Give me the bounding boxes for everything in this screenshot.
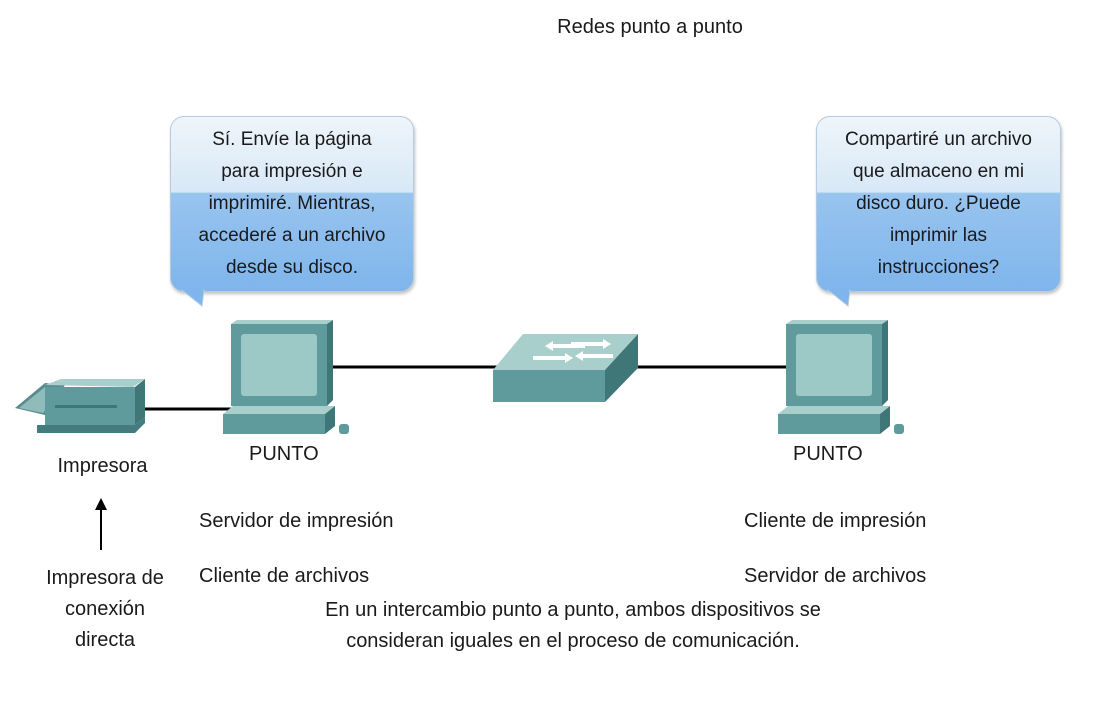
printer-label: Impresora <box>57 455 148 477</box>
right-peer-label: PUNTO <box>793 443 863 465</box>
speech-bubble-right-tail <box>826 289 851 307</box>
computer-icon-left <box>223 320 349 434</box>
right-peer-role-1: Cliente de impresión <box>744 510 927 532</box>
speech-bubble-right: Compartiré un archivo que almaceno en mi… <box>816 116 1061 292</box>
switch-arrows <box>533 339 613 363</box>
speech-bubble-left: Sí. Envíe la página para impresión e imp… <box>170 116 414 292</box>
left-peer-role-2: Cliente de archivos <box>199 565 370 587</box>
left-peer-role-1: Servidor de impresión <box>199 510 394 532</box>
right-peer-role-2: Servidor de archivos <box>744 565 927 587</box>
switch-icon <box>493 334 638 402</box>
speech-bubble-left-tail <box>180 289 205 307</box>
printer-icon <box>15 379 145 433</box>
right-peer-roles: Cliente de impresión Servidor de archivo… <box>744 482 926 615</box>
computer-icon-right <box>778 320 904 434</box>
printer-note: Impresora de conexión directa <box>46 567 164 651</box>
left-peer-roles: Servidor de impresión Cliente de archivo… <box>199 482 394 615</box>
left-peer-label: PUNTO <box>249 443 319 465</box>
arrow-up-icon <box>95 498 107 550</box>
diagram-caption: En un intercambio punto a punto, ambos d… <box>325 599 821 652</box>
diagram-title: Redes punto a punto <box>557 16 743 38</box>
